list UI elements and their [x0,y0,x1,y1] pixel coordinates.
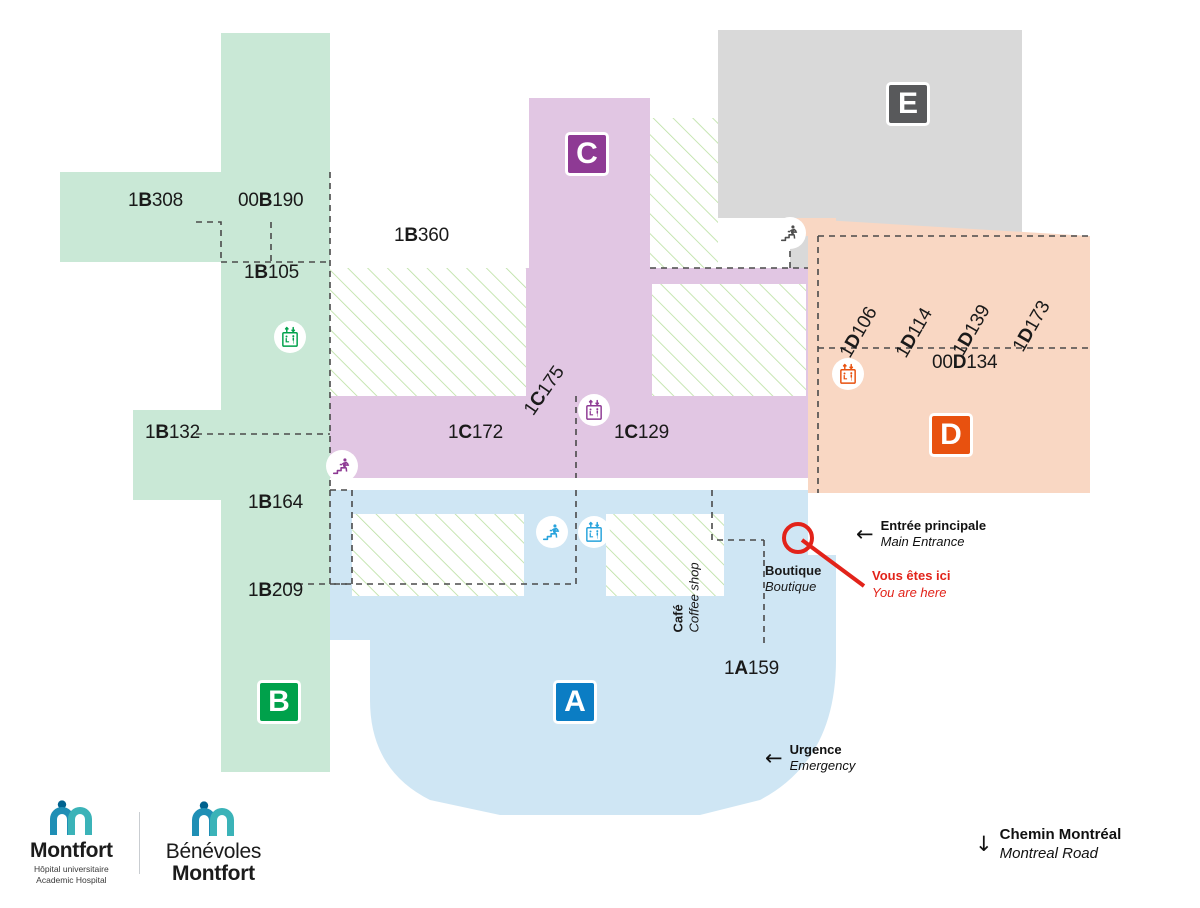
zone-badge-C[interactable]: C [565,132,609,176]
room-label-1B360: 1B360 [394,225,450,246]
elevator-icon[interactable] [832,358,864,390]
stairs-icon[interactable] [326,450,358,482]
logo-montfort: Montfort Hôpital universitaire Academic … [30,800,113,885]
room-label-1B132: 1B132 [145,422,201,443]
you-are-here-label: Vous êtes ici You are here [872,568,951,600]
logo-secondary-line2: Montfort [172,861,255,885]
courtyard-hatched-areas [330,118,806,596]
room-label-00B190: 00B190 [238,190,304,211]
room-label-1A159: 1A159 [724,658,780,679]
elevator-icon[interactable] [578,516,610,548]
room-label-1C172: 1C172 [448,422,504,443]
room-label-1B105: 1B105 [244,262,300,283]
benevoles-logo-mark [192,800,235,836]
you-are-here-marker [782,522,866,588]
poi-cafe: Café Coffee shop [670,562,702,633]
arrow-down-icon: ↓ [975,832,993,857]
zone-badge-B[interactable]: B [257,680,301,724]
logo-primary-tagline-en: Academic Hospital [36,874,107,885]
zone-B-shape [60,33,330,772]
zone-badge-A[interactable]: A [553,680,597,724]
elevator-icon[interactable] [274,321,306,353]
footer-logos: Montfort Hôpital universitaire Academic … [30,800,261,885]
wayfinding-montreal-road: ↓ Chemin Montréal Montreal Road [975,826,1122,862]
logo-primary-tagline-fr: Hôpital universitaire [34,864,109,875]
dashed-room-boundaries [196,172,1090,648]
elevator-icon[interactable] [578,394,610,426]
arrow-left-icon: ← [856,521,874,546]
zone-badge-D[interactable]: D [929,413,973,457]
room-label-1B209: 1B209 [248,580,304,601]
stairs-icon[interactable] [774,217,806,249]
room-label-1B308: 1B308 [128,190,184,211]
arrow-left-icon: ← [765,745,783,770]
zone-badge-E[interactable]: E [886,82,930,126]
poi-boutique: Boutique Boutique [765,563,822,595]
logo-secondary-line1: Bénévoles [165,839,262,863]
room-label-00D134: 00D134 [932,352,998,373]
montfort-logo-mark [50,800,93,835]
room-label-1B164: 1B164 [248,492,304,513]
logo-divider [138,811,140,874]
wayfinding-emergency: ← Urgence Emergency [765,742,856,774]
wayfinding-main-entrance: ← Entrée principale Main Entrance [856,518,987,550]
room-label-1C129: 1C129 [614,422,670,443]
logo-primary-name: Montfort [30,839,113,862]
stairs-icon[interactable] [536,516,568,548]
logo-benevoles-montfort: Bénévoles Montfort [165,800,262,885]
